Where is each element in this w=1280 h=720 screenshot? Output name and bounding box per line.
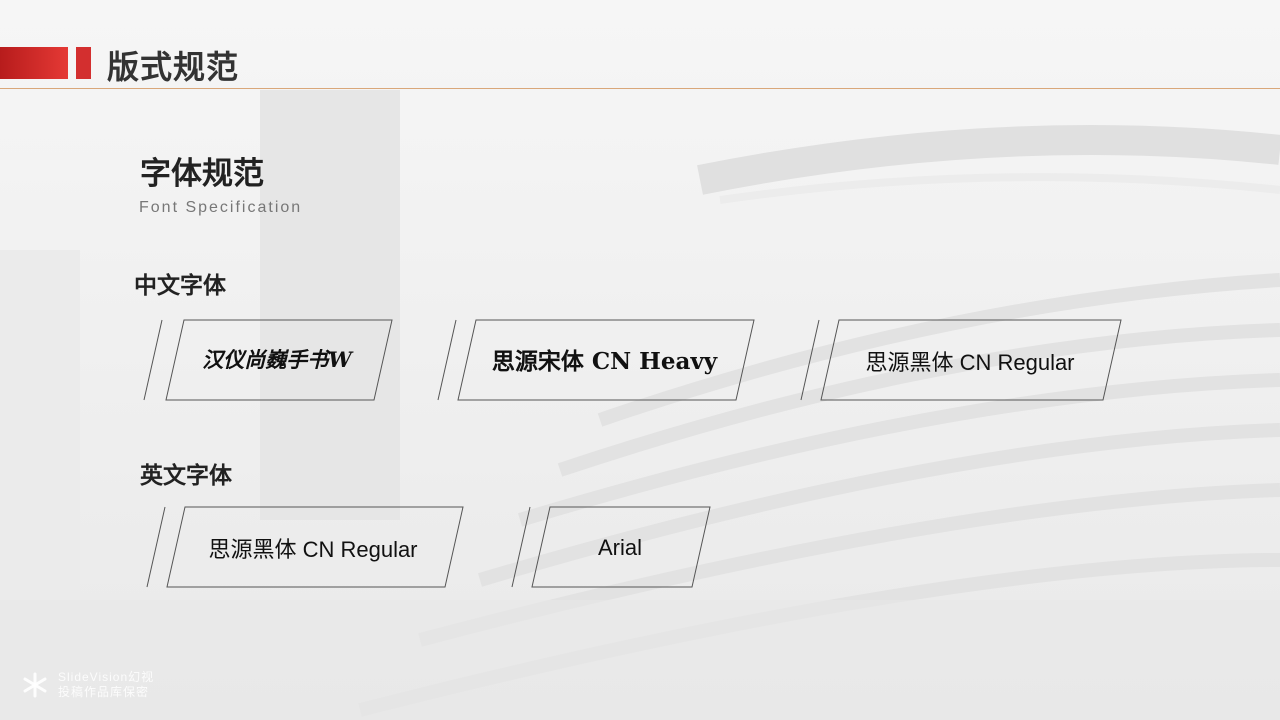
watermark-line-2: 投稿作品库保密 <box>58 685 150 699</box>
snowflake-icon <box>23 672 47 698</box>
font-name: 思源宋体 CN Heavy <box>491 348 718 375</box>
font-card-chinese-2: 思源宋体 CN Heavy <box>436 319 756 402</box>
english-fonts-label: 英文字体 <box>140 462 232 489</box>
font-name: Arial <box>597 535 642 560</box>
watermark: SlideVision幻视 投稿作品库保密 <box>22 670 192 704</box>
section-title: 字体规范 <box>140 156 264 192</box>
section-subtitle: Font Specification <box>139 199 303 216</box>
font-card-english-2: Arial <box>510 506 712 589</box>
header-divider <box>0 88 1280 89</box>
font-card-english-1: 思源黑体 CN Regular <box>145 506 465 589</box>
font-card-chinese-1: 汉仪尚巍手书W <box>142 319 394 402</box>
header-accent-bar <box>0 47 68 79</box>
font-name: 思源黑体 CN Regular <box>865 350 1075 375</box>
font-card-chinese-3: 思源黑体 CN Regular <box>799 319 1123 402</box>
header-accent-block <box>76 47 91 79</box>
font-name: 思源黑体 CN Regular <box>208 537 418 562</box>
chinese-fonts-label: 中文字体 <box>134 272 226 299</box>
watermark-line-1: SlideVision幻视 <box>58 670 155 684</box>
page-title: 版式规范 <box>107 48 240 86</box>
font-name: 汉仪尚巍手书W <box>202 347 352 372</box>
